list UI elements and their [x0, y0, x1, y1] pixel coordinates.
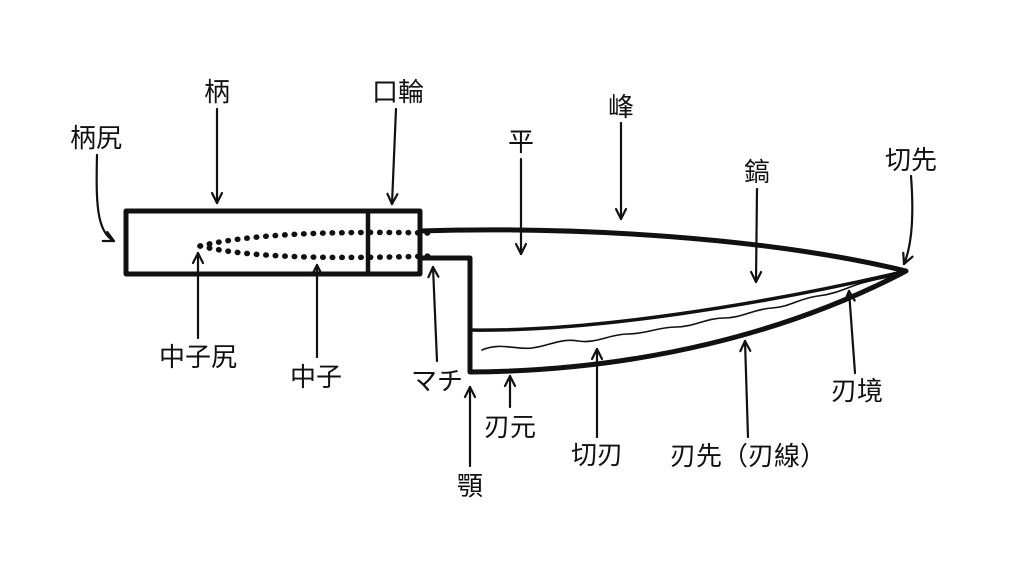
label-tang-butt: 中子尻	[159, 343, 237, 372]
tang-dotted-bottom	[197, 243, 433, 261]
label-heel: 顎	[457, 472, 483, 501]
handle-outline	[123, 208, 423, 277]
arrow-cutting-edge	[739, 339, 752, 439]
label-tang: 中子	[290, 363, 342, 392]
labels: 柄尻 柄 口輪 平 峰 鎬 切先 中子尻 中子 マチ 刃元 顎 切刃 刃先（刃線…	[70, 78, 937, 501]
label-ferrule: 口輪	[372, 78, 424, 107]
shinogi-line	[468, 270, 904, 332]
edge-boundary-wavy-line	[481, 275, 894, 351]
label-handle: 柄	[204, 78, 230, 107]
arrow-point-tip	[902, 174, 914, 266]
arrow-ferrule	[386, 107, 399, 206]
label-machi: マチ	[411, 367, 463, 396]
label-flat: 平	[508, 128, 534, 157]
label-edge-boundary: 刃境	[831, 377, 883, 406]
arrow-handle-butt	[95, 153, 116, 243]
knife-drawing	[123, 208, 909, 375]
label-spine: 峰	[608, 93, 634, 122]
label-cutting-bevel: 切刃	[571, 441, 623, 470]
label-cutting-edge: 刃先（刃線）	[670, 442, 826, 471]
arrow-shinogi	[750, 187, 763, 284]
blade-outline	[415, 227, 909, 375]
label-point-tip: 切先	[885, 146, 937, 175]
leader-arrows	[95, 107, 914, 468]
label-shinogi: 鎬	[744, 158, 770, 187]
arrow-edge-boundary	[843, 289, 857, 375]
arrow-machi	[427, 265, 440, 363]
label-handle-butt: 柄尻	[70, 124, 122, 153]
tang-dotted-top	[197, 229, 433, 249]
label-blade-base: 刃元	[484, 413, 536, 442]
